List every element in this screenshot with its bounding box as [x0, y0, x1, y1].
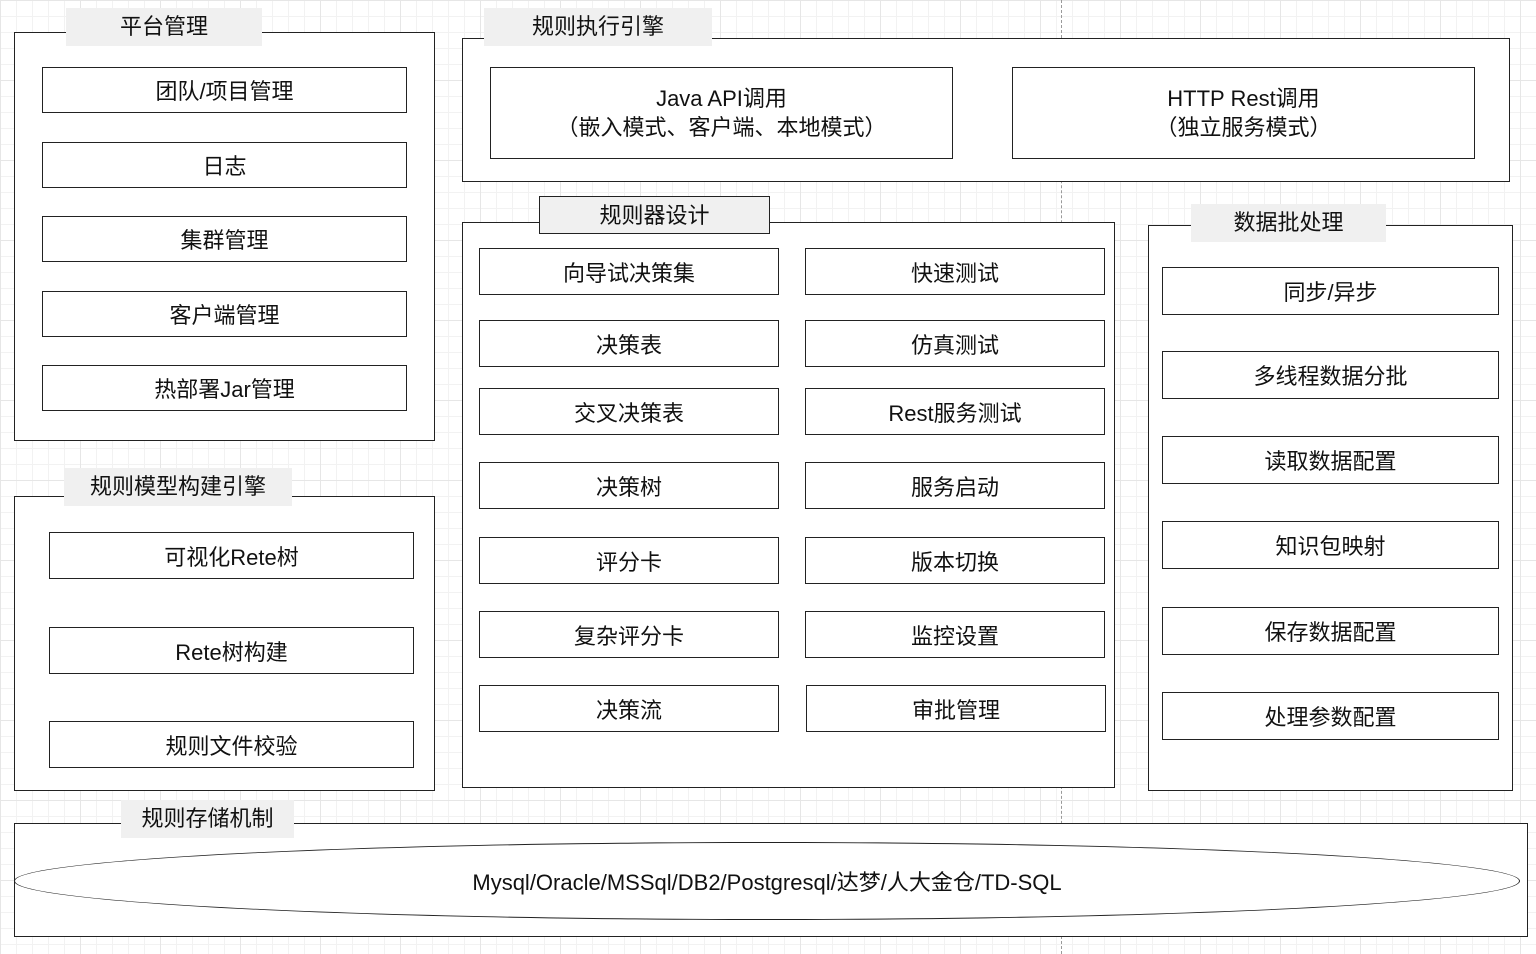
batch-item[interactable]: 多线程数据分批 [1162, 351, 1499, 399]
database-list-label: Mysql/Oracle/MSSql/DB2/Postgresql/达梦/人大金… [472, 870, 1062, 895]
client-box[interactable]: 客户端管理 [42, 291, 407, 337]
rule-file-validation-box[interactable]: 规则文件校验 [49, 721, 414, 768]
batch-item[interactable]: 同步/异步 [1162, 267, 1499, 315]
designer-right-item[interactable]: 仿真测试 [805, 320, 1105, 367]
platform-management-title: 平台管理 [66, 8, 262, 46]
batch-item[interactable]: 读取数据配置 [1162, 436, 1499, 484]
designer-right-item[interactable]: 快速测试 [805, 248, 1105, 295]
model-build-engine-title: 规则模型构建引擎 [64, 468, 292, 506]
designer-left-item[interactable]: 决策流 [479, 685, 779, 732]
designer-right-item[interactable]: 服务启动 [805, 462, 1105, 509]
designer-left-item[interactable]: 交叉决策表 [479, 388, 779, 435]
team-project-box[interactable]: 团队/项目管理 [42, 67, 407, 113]
designer-right-item[interactable]: 审批管理 [806, 685, 1106, 732]
java-api-mode-label: （嵌入模式、客户端、本地模式） [556, 115, 887, 140]
log-box[interactable]: 日志 [42, 142, 407, 188]
java-api-box[interactable]: Java API调用 （嵌入模式、客户端、本地模式） [490, 67, 953, 159]
rete-tree-build-box[interactable]: Rete树构建 [49, 627, 414, 674]
hot-deploy-jar-box[interactable]: 热部署Jar管理 [42, 365, 407, 411]
visual-rete-tree-box[interactable]: 可视化Rete树 [49, 532, 414, 579]
designer-left-item[interactable]: 决策树 [479, 462, 779, 509]
batch-item[interactable]: 知识包映射 [1162, 521, 1499, 569]
designer-left-item[interactable]: 复杂评分卡 [479, 611, 779, 658]
execution-engine-title: 规则执行引擎 [484, 8, 712, 46]
http-rest-box[interactable]: HTTP Rest调用 （独立服务模式） [1012, 67, 1475, 159]
designer-right-item[interactable]: 版本切换 [805, 537, 1105, 584]
rule-designer-title: 规则器设计 [539, 196, 770, 234]
batch-item[interactable]: 保存数据配置 [1162, 607, 1499, 655]
designer-left-item[interactable]: 向导试决策集 [479, 248, 779, 295]
designer-right-item[interactable]: Rest服务测试 [805, 388, 1105, 435]
http-rest-label: HTTP Rest调用 [1167, 86, 1320, 111]
designer-right-item[interactable]: 监控设置 [805, 611, 1105, 658]
storage-title: 规则存储机制 [121, 800, 294, 838]
batch-item[interactable]: 处理参数配置 [1162, 692, 1499, 740]
designer-left-item[interactable]: 决策表 [479, 320, 779, 367]
database-ellipse[interactable]: Mysql/Oracle/MSSql/DB2/Postgresql/达梦/人大金… [14, 842, 1520, 920]
cluster-box[interactable]: 集群管理 [42, 216, 407, 262]
data-batch-title: 数据批处理 [1191, 204, 1386, 242]
java-api-label: Java API调用 [656, 86, 787, 111]
http-rest-mode-label: （独立服务模式） [1155, 115, 1332, 140]
designer-left-item[interactable]: 评分卡 [479, 537, 779, 584]
